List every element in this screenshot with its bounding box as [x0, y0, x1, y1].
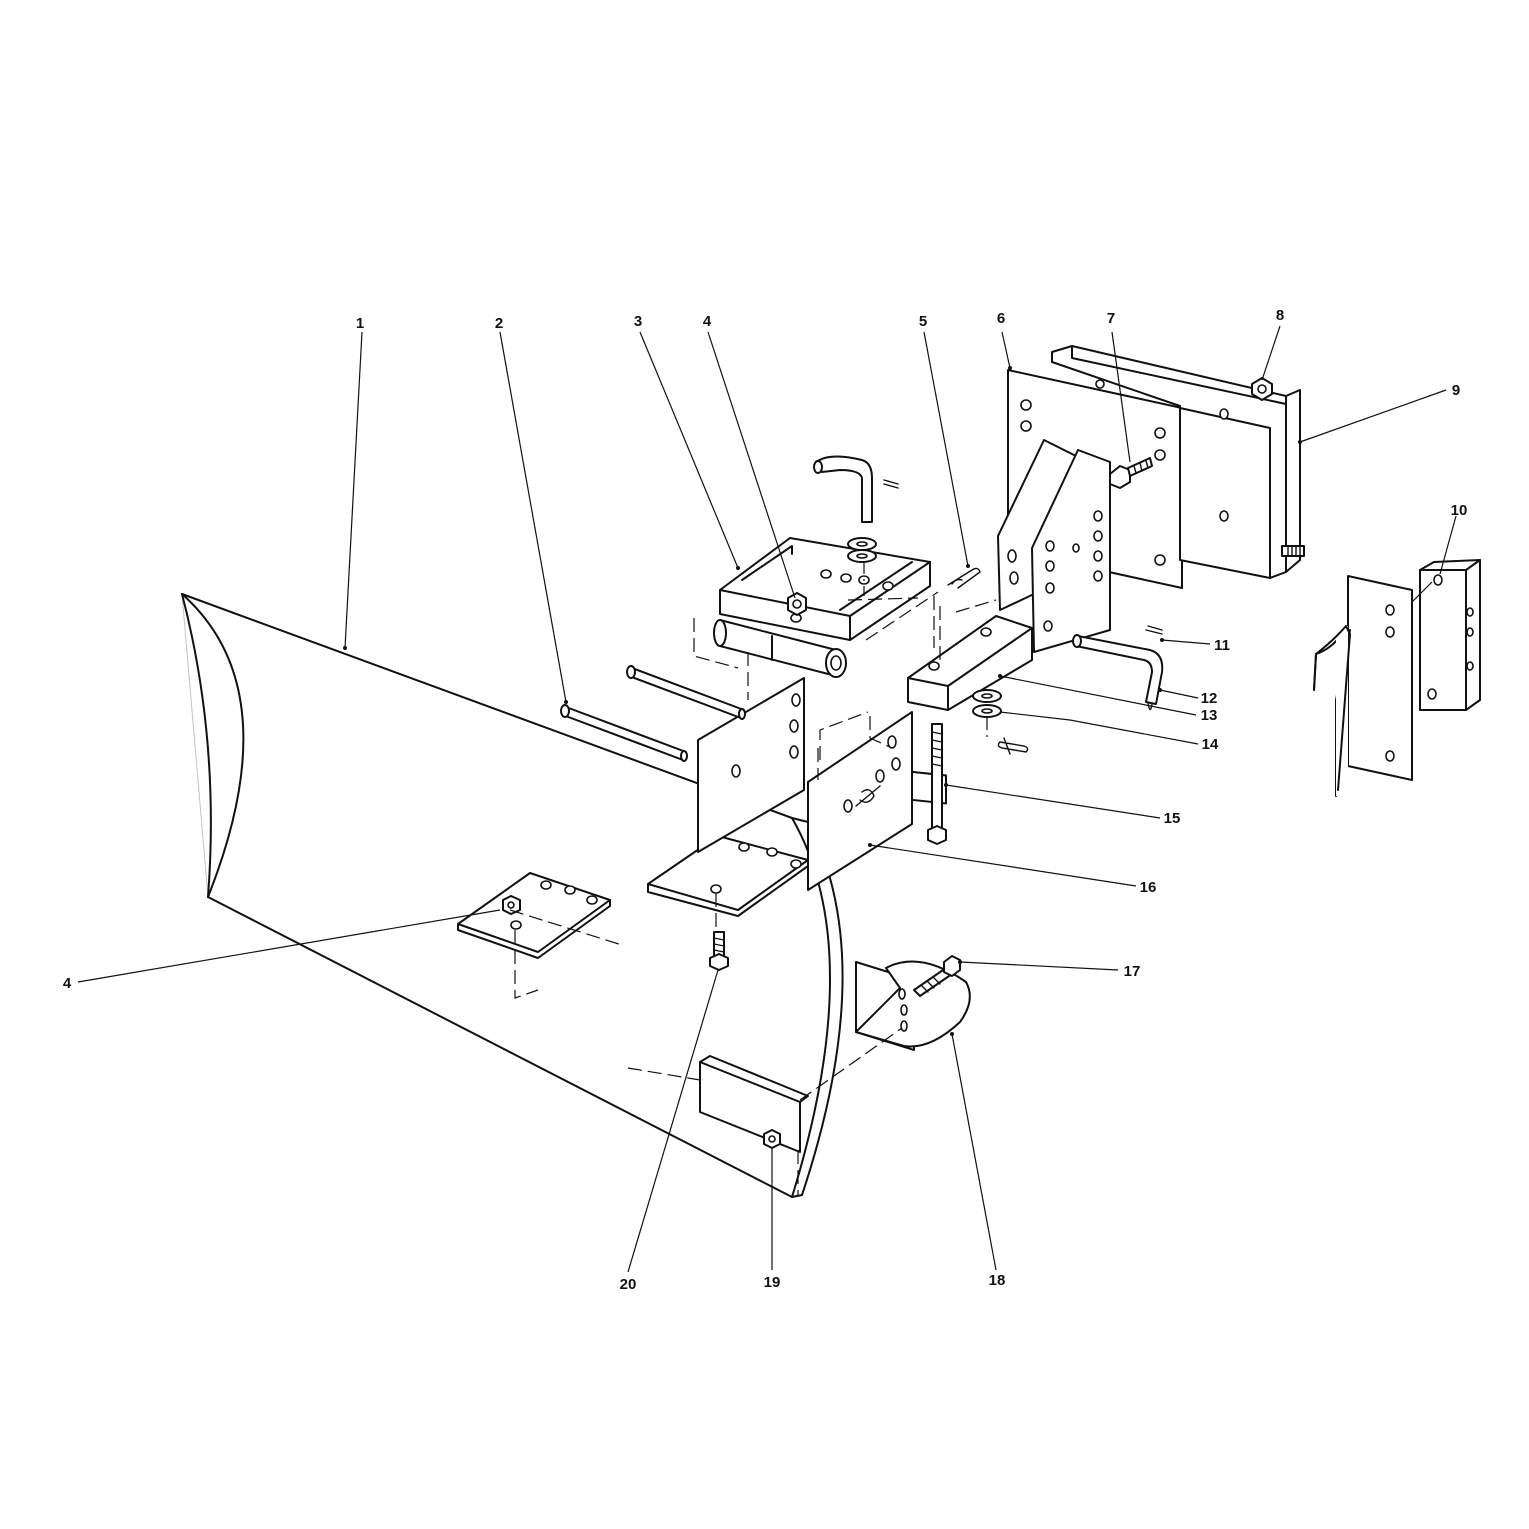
leader-dots [343, 366, 1302, 1036]
side-bracket-10 [1313, 559, 1481, 797]
hitch-pin-upper [813, 455, 899, 596]
hex-nut-4-upper [787, 592, 807, 616]
pivot-pin-upper [626, 665, 746, 720]
callout-11: 11 [1214, 637, 1230, 654]
callout-15: 15 [1164, 810, 1181, 827]
callout-1: 1 [356, 315, 364, 332]
callout-14: 14 [1202, 736, 1219, 753]
callout-9: 9 [1452, 382, 1460, 399]
callout-17: 17 [1124, 963, 1141, 980]
callout-19: 19 [764, 1274, 781, 1291]
blade-brace [627, 1055, 809, 1196]
callout-8: 8 [1276, 307, 1284, 324]
hex-nut-8 [1251, 377, 1273, 401]
hex-bolt-7 [1109, 457, 1153, 489]
callout-4-lower: 4 [63, 975, 72, 992]
pivot-pin-lower [560, 704, 688, 762]
hex-nut-19 [763, 1129, 781, 1149]
push-frame [907, 439, 1111, 805]
blade-mount-plate-left [457, 872, 611, 999]
vehicle-l-bracket [1051, 345, 1305, 579]
hairpin-clip [947, 567, 981, 589]
bent-pin-12 [1072, 625, 1164, 711]
callout-7: 7 [1107, 310, 1115, 327]
callout-16: 16 [1140, 879, 1157, 896]
callout-2: 2 [495, 315, 503, 332]
hex-nut-4-left [502, 895, 521, 915]
washers-13-14 [972, 689, 1029, 755]
callout-13: 13 [1201, 707, 1218, 724]
callout-10: 10 [1451, 502, 1468, 519]
assembly-guides [847, 591, 997, 648]
callout-18: 18 [989, 1272, 1006, 1289]
callout-4-upper: 4 [703, 313, 712, 330]
bolt-20 [709, 931, 729, 971]
mounting-bracket [647, 677, 913, 934]
hex-bolt-15 [927, 723, 947, 845]
leader-lines [77, 325, 1457, 1273]
callout-20: 20 [620, 1276, 637, 1293]
callout-12: 12 [1201, 690, 1218, 707]
pivot-channel [693, 537, 931, 700]
callout-6: 6 [997, 310, 1005, 327]
skid-shoe [799, 955, 971, 1101]
callout-3: 3 [634, 313, 642, 330]
callout-labels: 1 2 3 4 5 6 7 8 9 10 11 12 13 14 15 16 4… [63, 307, 1468, 1293]
callout-5: 5 [919, 313, 927, 330]
